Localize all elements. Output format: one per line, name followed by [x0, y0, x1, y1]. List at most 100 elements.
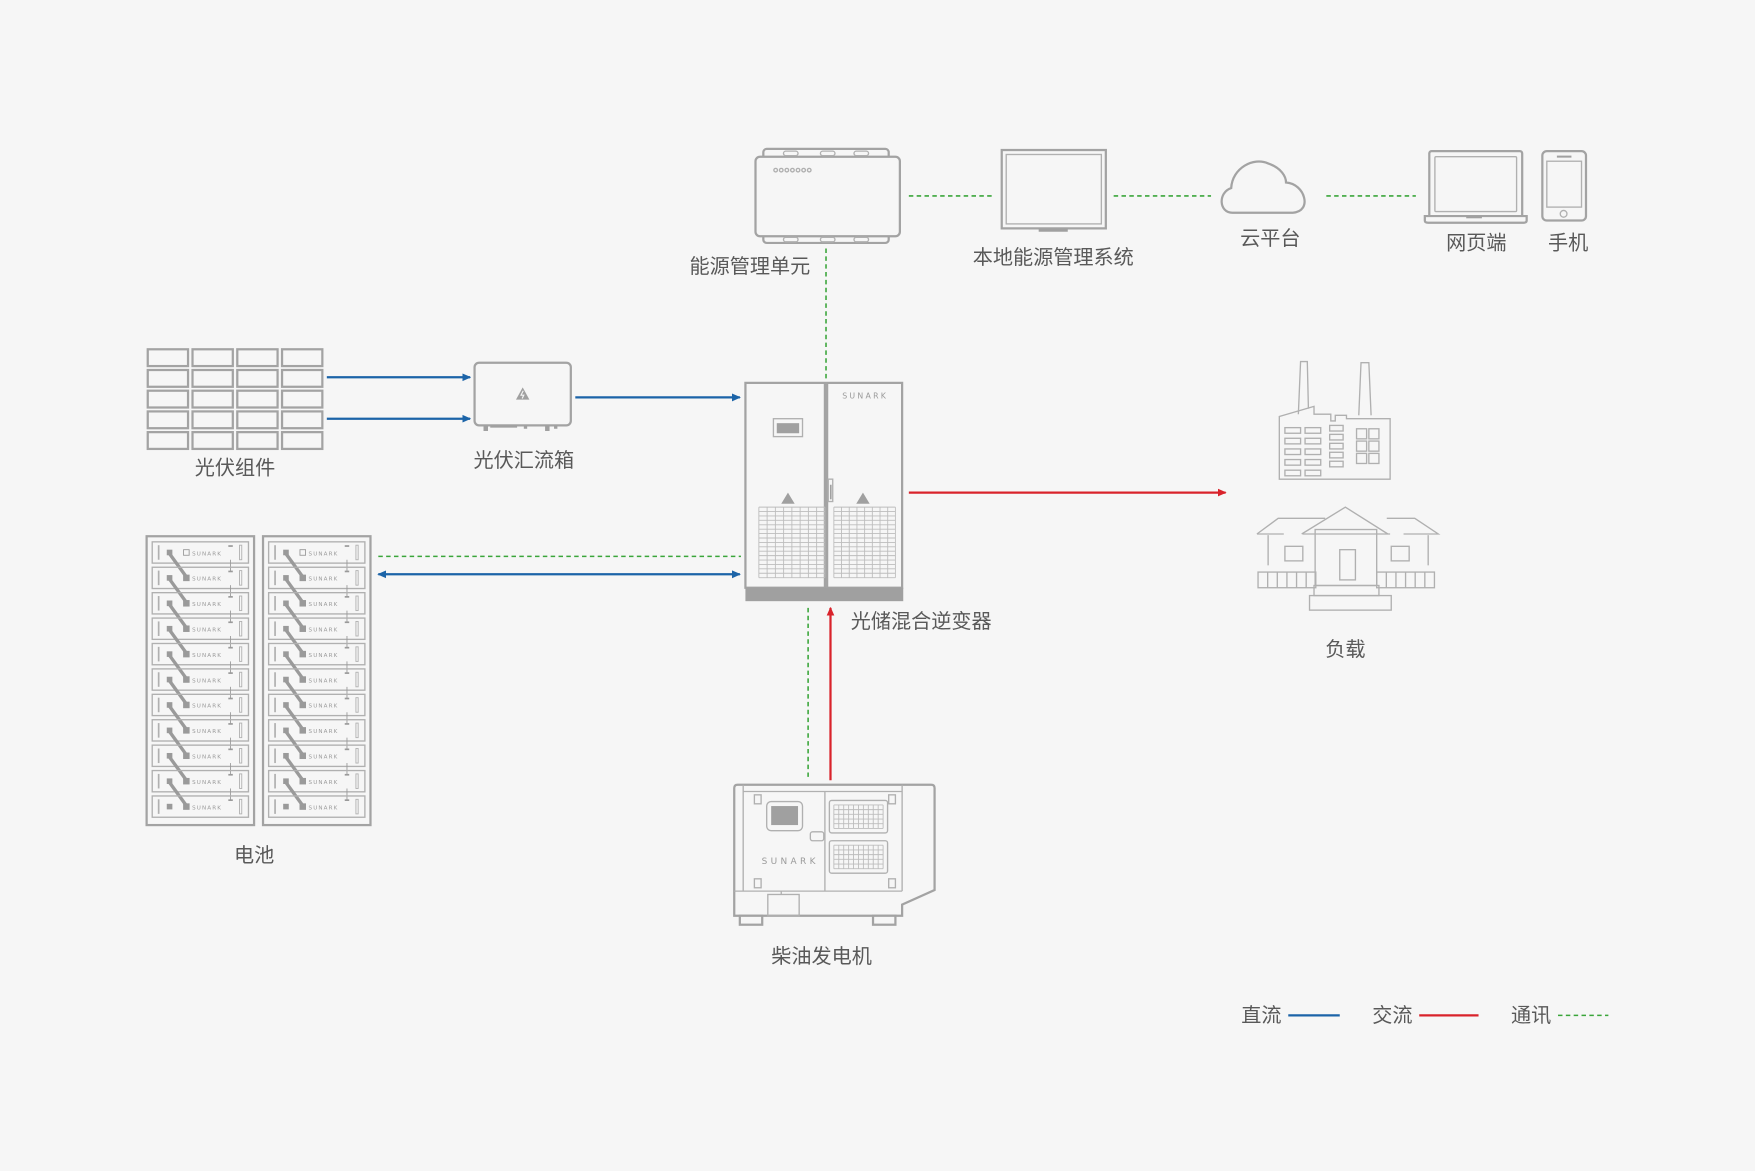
- legend-ac-label: 交流: [1372, 1003, 1412, 1027]
- load-label: 负载: [1325, 637, 1365, 661]
- solar-panel-cell: [146, 431, 190, 451]
- solar-panel-cell: [280, 410, 324, 430]
- ems-unit-icon: [754, 147, 902, 245]
- solar-panel-cell: [280, 431, 324, 451]
- solar-panel-cell: [236, 368, 279, 388]
- svg-text:SUNARK: SUNARK: [309, 755, 339, 761]
- battery-rack-icon: SUNARKSUNARKSUNARKSUNARKSUNARKSUNARKSUNA…: [145, 535, 372, 827]
- monitor-icon: [1000, 148, 1107, 232]
- solar-panel-cell: [236, 348, 279, 368]
- svg-text:SUNARK: SUNARK: [309, 780, 339, 786]
- battery-module: SUNARK: [267, 693, 366, 732]
- battery-module: SUNARK: [151, 719, 250, 757]
- svg-text:SUNARK: SUNARK: [309, 704, 339, 710]
- battery-module: SUNARK: [151, 566, 250, 605]
- battery-module: SUNARK: [151, 769, 250, 808]
- legend-item-ac: 交流: [1372, 1003, 1479, 1027]
- generator-brand-text: SUNARK: [762, 857, 819, 867]
- inverter-brand-text: SUNARK: [842, 392, 888, 401]
- svg-text:SUNARK: SUNARK: [192, 602, 222, 608]
- solar-panel-cell: [236, 410, 279, 430]
- solar-panel-cell: [191, 410, 234, 430]
- solar-panel-array-icon: [146, 348, 324, 451]
- factory-icon: [1278, 360, 1391, 480]
- cloud-platform[interactable]: 云平台: [1220, 160, 1306, 250]
- battery-module: SUNARK: [267, 744, 366, 782]
- local-ems[interactable]: 本地能源管理系统: [973, 148, 1134, 269]
- svg-text:SUNARK: SUNARK: [192, 729, 222, 735]
- solar-panel-cell: [280, 368, 324, 388]
- solar-panel-cell: [280, 348, 324, 368]
- battery-module: SUNARK: [151, 693, 250, 732]
- battery-module: SUNARK: [267, 795, 366, 818]
- solar-panel-cell: [146, 368, 190, 388]
- battery-module: SUNARK: [151, 617, 250, 655]
- svg-text:SUNARK: SUNARK: [309, 577, 339, 583]
- web-label: 网页端: [1446, 231, 1506, 255]
- svg-text:SUNARK: SUNARK: [192, 704, 222, 710]
- solar-panel-cell: [191, 368, 234, 388]
- pv-combiner-label: 光伏汇流箱: [474, 448, 575, 472]
- pv-modules[interactable]: 光伏组件: [146, 348, 324, 480]
- pv-combiner[interactable]: 光伏汇流箱: [473, 361, 575, 472]
- svg-text:SUNARK: SUNARK: [192, 653, 222, 659]
- svg-text:SUNARK: SUNARK: [192, 551, 222, 557]
- diesel-generator[interactable]: SUNARK 柴油发电机: [733, 783, 936, 968]
- legend-dc-label: 直流: [1241, 1003, 1281, 1027]
- svg-text:SUNARK: SUNARK: [192, 755, 222, 761]
- svg-text:SUNARK: SUNARK: [192, 678, 222, 684]
- battery-module: SUNARK: [267, 642, 366, 681]
- svg-text:SUNARK: SUNARK: [309, 628, 339, 634]
- battery-rack: [261, 535, 372, 827]
- svg-text:SUNARK: SUNARK: [192, 577, 222, 583]
- laptop-icon: [1423, 150, 1528, 224]
- svg-text:SUNARK: SUNARK: [309, 653, 339, 659]
- ems-unit[interactable]: 能源管理单元: [690, 147, 902, 278]
- battery-module: SUNARK: [267, 617, 366, 655]
- mobile-client[interactable]: 手机: [1541, 150, 1588, 255]
- battery-module: SUNARK: [267, 719, 366, 757]
- legend: 直流 交流 通讯: [1241, 1003, 1609, 1027]
- hybrid-inverter-label: 光储混合逆变器: [851, 609, 992, 633]
- solar-panel-cell: [146, 410, 190, 430]
- local-ems-label: 本地能源管理系统: [973, 245, 1134, 269]
- solar-panel-cell: [191, 389, 234, 409]
- load[interactable]: 负载: [1256, 360, 1441, 661]
- battery-module: SUNARK: [267, 769, 366, 808]
- cloud-icon: [1220, 160, 1306, 214]
- house-icon: [1256, 506, 1441, 611]
- legend-comm-label: 通讯: [1511, 1003, 1551, 1027]
- ems-unit-label: 能源管理单元: [690, 254, 811, 278]
- battery-module: SUNARK: [151, 744, 250, 782]
- battery-module: SUNARK: [151, 795, 250, 818]
- hybrid-inverter[interactable]: SUNARK 光储混合逆变器: [744, 381, 992, 633]
- battery-module: SUNARK: [267, 566, 366, 605]
- solar-panel-cell: [146, 389, 190, 409]
- solar-panel-cell: [236, 431, 279, 451]
- solar-panel-cell: [236, 389, 279, 409]
- battery-module: SUNARK: [267, 591, 366, 630]
- cloud-label: 云平台: [1240, 226, 1300, 250]
- svg-text:SUNARK: SUNARK: [309, 805, 339, 811]
- battery[interactable]: SUNARKSUNARKSUNARKSUNARKSUNARKSUNARKSUNA…: [145, 535, 372, 867]
- battery-rack: [145, 535, 256, 827]
- svg-text:SUNARK: SUNARK: [192, 780, 222, 786]
- legend-item-comm: 通讯: [1511, 1003, 1609, 1027]
- battery-label: 电池: [234, 843, 274, 867]
- svg-text:SUNARK: SUNARK: [192, 805, 222, 811]
- battery-module: SUNARK: [151, 642, 250, 681]
- solar-panel-cell: [280, 389, 324, 409]
- diesel-generator-label: 柴油发电机: [771, 944, 872, 968]
- pv-modules-label: 光伏组件: [195, 456, 275, 480]
- inverter-cabinet-icon: SUNARK: [744, 381, 904, 602]
- svg-text:SUNARK: SUNARK: [309, 729, 339, 735]
- battery-module: SUNARK: [267, 541, 366, 579]
- web-client[interactable]: 网页端: [1423, 150, 1528, 255]
- battery-module: SUNARK: [151, 591, 250, 630]
- solar-panel-cell: [191, 348, 234, 368]
- connections: [326, 195, 1416, 781]
- legend-item-dc: 直流: [1241, 1003, 1340, 1027]
- phone-icon: [1541, 150, 1588, 222]
- svg-text:SUNARK: SUNARK: [309, 678, 339, 684]
